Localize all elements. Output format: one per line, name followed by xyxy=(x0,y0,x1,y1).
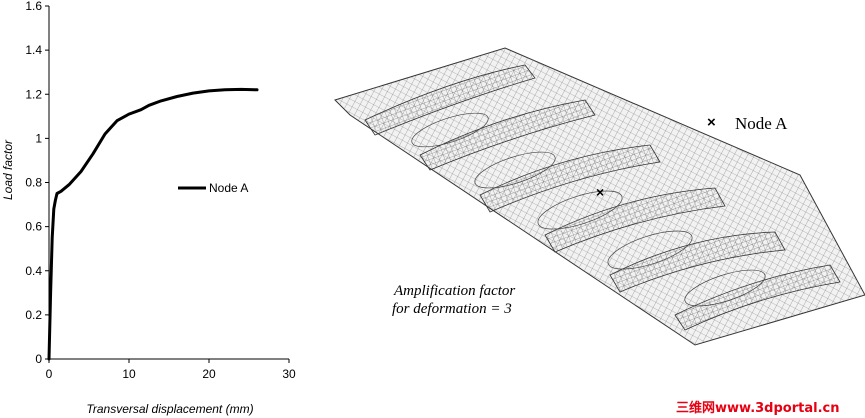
y-tick-label: 0.6 xyxy=(25,220,42,234)
y-tick-label: 1.2 xyxy=(25,87,42,101)
chart-series xyxy=(47,87,259,361)
x-tick-label: 10 xyxy=(122,367,136,381)
deformed-mesh-figure xyxy=(334,47,865,346)
chart-axes xyxy=(48,6,289,360)
mesh-plate xyxy=(334,47,865,346)
load-displacement-chart: 0 0.2 0.4 0.6 0.8 1 1.2 1.4 1.6 0 10 20 30 Node A Lo… xyxy=(1,0,296,416)
legend-label: Node A xyxy=(209,181,248,195)
x-tick-label: 30 xyxy=(282,367,296,381)
mesh-ribs xyxy=(364,64,841,331)
chart-legend: Node A xyxy=(178,181,248,195)
amplification-text-line2: for deformation = 3 xyxy=(392,301,512,317)
node-a-label: Node A xyxy=(735,114,788,133)
series-line-node-a xyxy=(47,87,259,361)
y-tick-label: 0 xyxy=(35,352,42,366)
y-tick-label: 0.4 xyxy=(25,264,42,278)
x-tick-label: 0 xyxy=(46,367,53,381)
node-a-legend-marker: × xyxy=(707,114,716,131)
y-tick-label: 1.4 xyxy=(25,43,42,57)
y-tick-label: 1 xyxy=(35,131,42,145)
y-axis-label: Load factor xyxy=(1,139,15,200)
amplification-text-line1: Amplification factor xyxy=(394,283,516,299)
y-tick-label: 1.6 xyxy=(25,0,42,13)
x-tick-label: 20 xyxy=(202,367,216,381)
node-a-mesh-marker: × xyxy=(596,184,605,200)
watermark: 三维网www.3dportal.cn xyxy=(676,401,840,416)
chart-ticks: 0 0.2 0.4 0.6 0.8 1 1.2 1.4 1.6 0 10 20 30 xyxy=(25,0,296,381)
mesh-buckles xyxy=(411,112,766,307)
y-tick-label: 0.2 xyxy=(25,308,42,322)
x-axis-label: Transversal displacement (mm) xyxy=(86,402,253,416)
y-tick-label: 0.8 xyxy=(25,176,42,190)
